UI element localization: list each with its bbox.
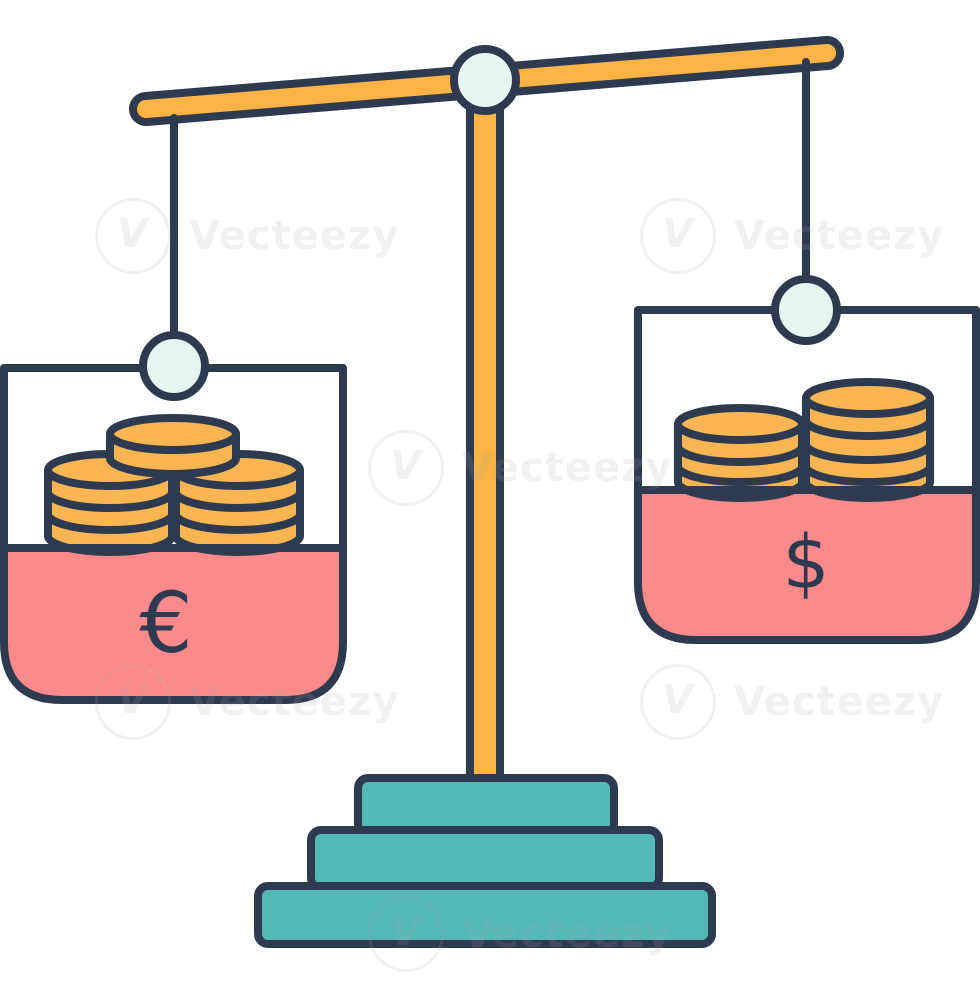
right-pan-outline: [634, 306, 980, 644]
dollar-sign-icon: $: [782, 520, 829, 606]
left-pan-fill: [4, 548, 343, 700]
coin-stack-icon: [44, 414, 304, 556]
left-pan-outline: [0, 364, 347, 704]
right-pan: [634, 275, 980, 644]
coin-stack-icon: [674, 378, 934, 502]
base-step-middle: [307, 826, 663, 892]
euro-sign-icon: €: [139, 574, 192, 672]
right-pan-fill: [638, 490, 976, 640]
scale-pole: [466, 96, 504, 794]
scale-base: [254, 774, 716, 948]
right-hook-knob: [771, 275, 841, 345]
left-pan: [0, 331, 347, 704]
base-step-top: [354, 774, 618, 838]
pivot-knob: [450, 45, 520, 115]
base-step-bottom: [254, 882, 716, 948]
left-hook-knob: [139, 331, 209, 401]
